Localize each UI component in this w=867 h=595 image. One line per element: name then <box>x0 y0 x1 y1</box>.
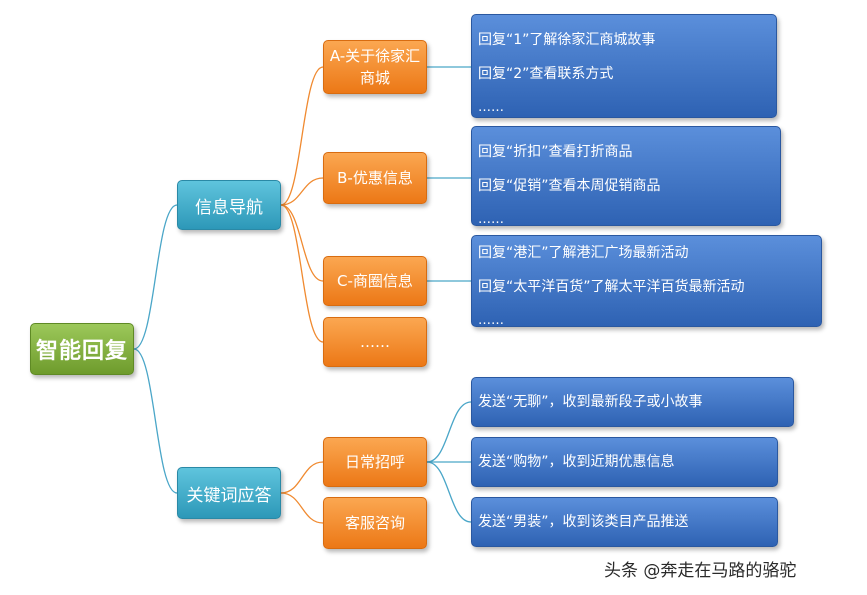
detail-box-shopping: 发送“购物”，收到近期优惠信息 <box>471 437 778 487</box>
connector-greeting-menswear <box>426 461 472 523</box>
watermark: 头条 @奔走在马路的骆驼 <box>604 561 797 581</box>
detail-line: 发送“无聊”，收到最新段子或小故事 <box>478 394 703 410</box>
detail-line: 回复“港汇”了解港汇广场最新活动 <box>478 245 689 261</box>
connector-keyword-item-1 <box>280 492 324 524</box>
detail-line: 回复“促销”查看本周促销商品 <box>478 178 661 194</box>
connector-info-nav-item-1 <box>280 177 324 206</box>
connector-greeting-bored <box>426 401 472 463</box>
detail-box-district: 回复“港汇”了解港汇广场最新活动 回复“太平洋百货”了解太平洋百货最新活动 …… <box>471 235 822 328</box>
detail-line: 回复“2”查看联系方式 <box>478 66 614 82</box>
connector-info-nav-item-0 <box>280 66 324 206</box>
detail-line: 发送“男装”，收到该类目产品推送 <box>478 514 689 530</box>
item-discount-info: B-优惠信息 <box>323 152 427 204</box>
connector-info-nav-item-2 <box>280 204 324 282</box>
connector-root-info-nav <box>133 204 178 350</box>
detail-box-menswear: 发送“男装”，收到该类目产品推送 <box>471 497 778 547</box>
detail-line: …… <box>478 313 504 328</box>
category-info-nav: 信息导航 <box>177 180 281 230</box>
root-node: 智能回复 <box>30 323 134 375</box>
item-more: …… <box>323 317 427 367</box>
category-keyword-reply: 关键词应答 <box>177 467 281 519</box>
detail-line: 回复“太平洋百货”了解太平洋百货最新活动 <box>478 279 745 295</box>
detail-line: 发送“购物”，收到近期优惠信息 <box>478 454 675 470</box>
item-about-mall: A-关于徐家汇商城 <box>323 40 427 94</box>
detail-line: …… <box>478 212 504 227</box>
item-daily-greeting: 日常招呼 <box>323 437 427 487</box>
connector-root-keyword <box>133 348 178 494</box>
item-customer-service: 客服咨询 <box>323 497 427 549</box>
detail-line: 回复“折扣”查看打折商品 <box>478 144 633 160</box>
detail-line: …… <box>478 100 504 115</box>
detail-box-discount: 回复“折扣”查看打折商品 回复“促销”查看本周促销商品 …… <box>471 126 781 227</box>
connector-info-nav-item-3 <box>280 204 324 343</box>
detail-box-about-mall: 回复“1”了解徐家汇商城故事 回复“2”查看联系方式 …… <box>471 14 777 118</box>
item-district-info: C-商圈信息 <box>323 256 427 306</box>
connector-keyword-item-0 <box>280 461 324 494</box>
detail-box-bored: 发送“无聊”，收到最新段子或小故事 <box>471 377 794 427</box>
detail-line: 回复“1”了解徐家汇商城故事 <box>478 32 656 48</box>
